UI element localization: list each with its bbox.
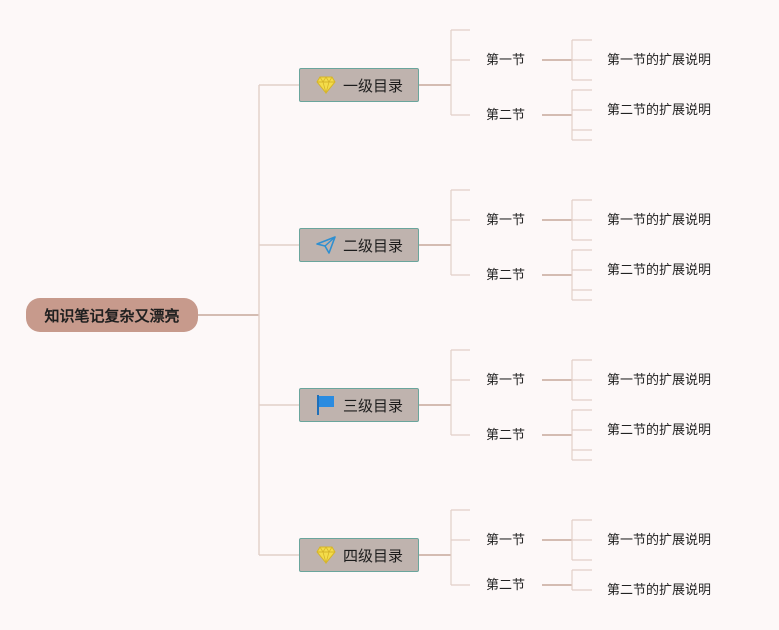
branch-2-section-1[interactable]: 第一节 bbox=[486, 213, 526, 228]
branch-1-section-2[interactable]: 第二节 bbox=[486, 108, 526, 123]
branch-node-4[interactable]: 四级目录 bbox=[299, 538, 419, 572]
branch-node-2-label: 二级目录 bbox=[342, 236, 403, 255]
branch-1-section-2-detail[interactable]: 第二节的扩展说明 bbox=[607, 103, 712, 118]
root-node[interactable]: 知识笔记复杂又漂亮 bbox=[26, 298, 198, 332]
branch-3-section-2-detail[interactable]: 第二节的扩展说明 bbox=[607, 423, 712, 438]
branch-3-section-2[interactable]: 第二节 bbox=[486, 428, 526, 443]
branch-node-1-label: 一级目录 bbox=[342, 76, 403, 95]
branch-2-section-2-detail[interactable]: 第二节的扩展说明 bbox=[607, 263, 712, 278]
branch-node-1[interactable]: 一级目录 bbox=[299, 68, 419, 102]
diamond-icon bbox=[315, 544, 337, 566]
branch-4-section-1-detail[interactable]: 第一节的扩展说明 bbox=[607, 533, 712, 548]
branch-node-4-label: 四级目录 bbox=[342, 546, 403, 565]
branch-3-section-1-detail[interactable]: 第一节的扩展说明 bbox=[607, 373, 712, 388]
branch-1-section-1[interactable]: 第一节 bbox=[486, 53, 526, 68]
branch-2-section-1-detail[interactable]: 第一节的扩展说明 bbox=[607, 213, 712, 228]
branch-4-section-1[interactable]: 第一节 bbox=[486, 533, 526, 548]
diamond-icon bbox=[315, 74, 337, 96]
branch-1-section-1-detail[interactable]: 第一节的扩展说明 bbox=[607, 53, 712, 68]
branch-1-connectors bbox=[419, 29, 592, 141]
branch-3-section-1[interactable]: 第一节 bbox=[486, 373, 526, 388]
branch-node-2[interactable]: 二级目录 bbox=[299, 228, 419, 262]
branch-node-3-label: 三级目录 bbox=[342, 396, 403, 415]
flag-icon bbox=[315, 394, 337, 416]
branch-node-3[interactable]: 三级目录 bbox=[299, 388, 419, 422]
branch-4-section-2[interactable]: 第二节 bbox=[486, 578, 526, 593]
branch-2-connectors bbox=[419, 189, 592, 301]
branch-4-connectors bbox=[419, 509, 592, 591]
root-connectors bbox=[198, 84, 299, 556]
paper-plane-icon bbox=[315, 234, 337, 256]
branch-4-section-2-detail[interactable]: 第二节的扩展说明 bbox=[607, 583, 712, 598]
root-node-label: 知识笔记复杂又漂亮 bbox=[44, 306, 180, 325]
branch-3-connectors bbox=[419, 349, 592, 461]
branch-2-section-2[interactable]: 第二节 bbox=[486, 268, 526, 283]
